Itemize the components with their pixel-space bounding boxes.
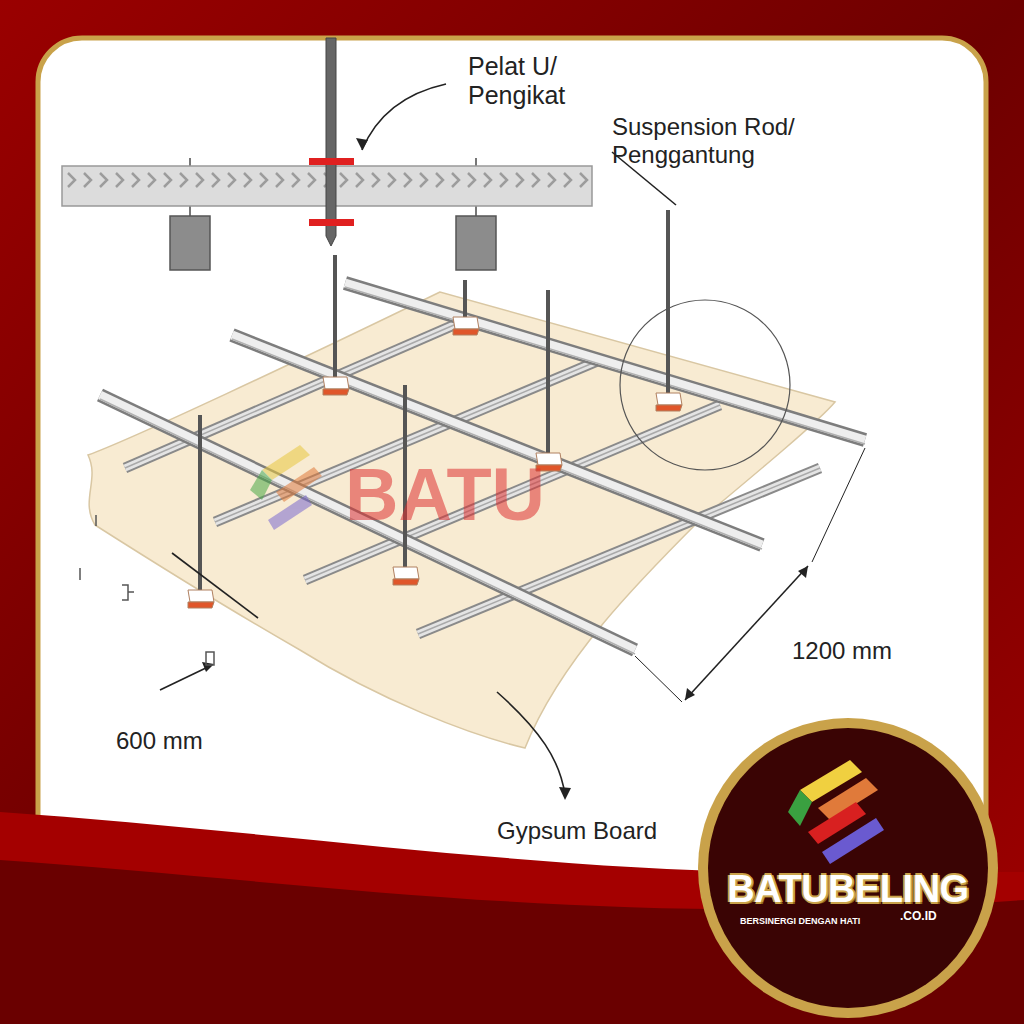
logo-text: BATUBELING	[703, 868, 993, 912]
part-label: Pelat U/ Pengikat	[468, 52, 586, 110]
main-runners	[100, 283, 865, 654]
gypsum-board	[88, 292, 835, 748]
small-marks	[80, 515, 214, 665]
watermark: BATU	[345, 452, 545, 537]
watermark-icon	[250, 445, 322, 530]
logo-domain: .CO.ID	[900, 910, 937, 924]
dimension-label: 600 mm	[116, 727, 203, 755]
dimension-label: 1200 mm	[792, 637, 892, 665]
part-label: Suspension Rod/ Penggantung	[612, 113, 817, 168]
leader-lines	[160, 84, 865, 795]
hanger-plates	[188, 317, 682, 608]
detail-circle	[620, 300, 790, 470]
arrow-heads	[202, 138, 808, 800]
logo-badge	[698, 718, 998, 1018]
suspension-rods	[200, 210, 668, 595]
beam-detail	[62, 38, 592, 270]
cross-rails	[125, 318, 820, 634]
logo-tagline: BERSINERGI DENGAN HATI	[740, 916, 860, 926]
part-label: Gypsum Board	[497, 817, 657, 845]
